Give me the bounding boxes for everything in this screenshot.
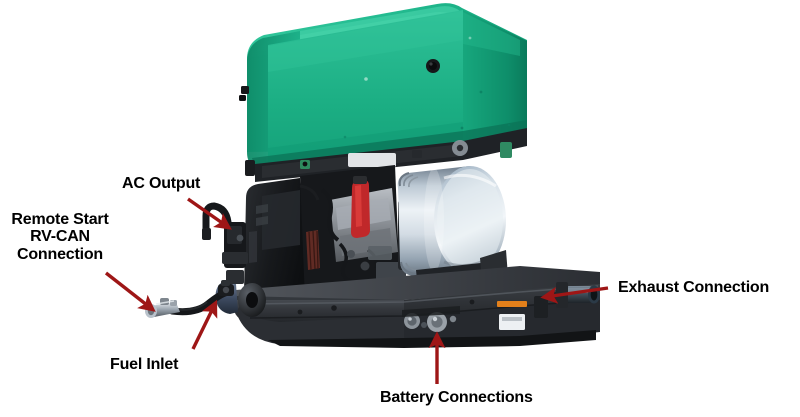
frame-warning-sticker bbox=[497, 301, 527, 307]
callout-label-exhaust-connection: Exhaust Connection bbox=[618, 279, 770, 296]
callout-label-ac-output: AC Output bbox=[122, 175, 201, 192]
callout-label-fuel-inlet: Fuel Inlet bbox=[110, 356, 179, 373]
engine-assembly bbox=[244, 165, 508, 304]
enclosure-latch-left bbox=[239, 86, 249, 101]
fuel-inlet-fitting bbox=[218, 280, 234, 296]
arrow-exhaust-connection bbox=[540, 286, 609, 304]
green-enclosure bbox=[239, 3, 527, 172]
callout-line-2: RV-CAN bbox=[30, 228, 90, 246]
muffler bbox=[397, 166, 506, 276]
callout-label-remote-start-rv-can-connection: Remote Start RV-CAN Connection bbox=[4, 211, 116, 263]
callout-line-3: Connection bbox=[17, 245, 103, 263]
rail-label-plate bbox=[348, 153, 396, 167]
base-frame bbox=[215, 266, 600, 348]
enclosure-mount-rail bbox=[245, 128, 527, 182]
callout-label-battery-connections: Battery Connections bbox=[380, 389, 533, 406]
arrow-fuel-inlet bbox=[191, 299, 218, 350]
arrow-remote-start bbox=[104, 271, 156, 312]
arrow-ac-output bbox=[187, 197, 232, 230]
battery-connections-hardware bbox=[402, 306, 460, 332]
callout-line-1: Remote Start bbox=[11, 211, 109, 228]
